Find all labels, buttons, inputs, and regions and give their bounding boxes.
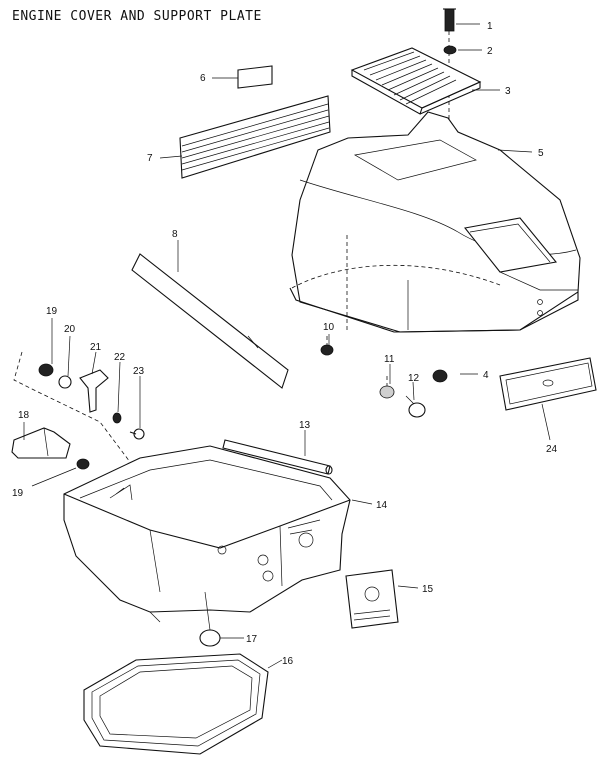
callout-7: 7 [147, 153, 153, 164]
part-18-handle [11, 427, 71, 459]
callout-15: 15 [422, 584, 434, 595]
leader-lines [23, 23, 551, 669]
part-19-nut-upper [38, 363, 54, 377]
callout-3: 3 [505, 86, 511, 97]
callout-20: 20 [64, 324, 76, 335]
callout-22: 22 [114, 352, 126, 363]
callout-10: 10 [323, 322, 335, 333]
callout-17: 17 [246, 634, 258, 645]
part-12-button [405, 395, 426, 418]
assembly-dashline [13, 351, 131, 463]
part-15-plate [345, 569, 399, 629]
part-13-rod [222, 439, 333, 475]
part-23-screw [129, 428, 145, 440]
callout-19-lower: 19 [12, 488, 24, 499]
part-22-pin [112, 412, 122, 424]
part-19-nut-lower [76, 458, 90, 470]
callout-5: 5 [538, 148, 544, 159]
part-7-stripe-decal [179, 95, 331, 179]
callout-21: 21 [90, 342, 102, 353]
part-11-grommet [379, 376, 395, 399]
callout-14: 14 [376, 500, 388, 511]
part-8-strip [131, 253, 289, 389]
callout-24: 24 [546, 444, 558, 455]
callout-19-upper: 19 [46, 306, 58, 317]
part-3-vent-grille [350, 47, 482, 115]
part-5-engine-cover [289, 111, 581, 333]
part-6-decal [237, 65, 273, 89]
callout-12: 12 [408, 373, 420, 384]
part-17-plug [199, 629, 221, 647]
part-4-grommet [432, 369, 448, 383]
callout-4: 4 [483, 370, 489, 381]
diagram-title: ENGINE COVER AND SUPPORT PLATE [12, 9, 262, 24]
part-21-latch [79, 369, 109, 413]
callout-23: 23 [133, 366, 145, 377]
callout-2: 2 [487, 46, 493, 57]
part-24-plate [499, 357, 597, 411]
part-16-gasket [83, 653, 269, 755]
callout-labels: 1 2 3 4 5 6 7 8 10 11 12 13 14 15 16 17 … [12, 21, 558, 667]
callout-6: 6 [200, 73, 206, 84]
part-20-washer [58, 375, 72, 389]
part-14-support-plate [63, 445, 351, 631]
callout-18: 18 [18, 410, 30, 421]
callout-8: 8 [172, 229, 178, 240]
callout-13: 13 [299, 420, 311, 431]
part-2-washer [443, 45, 457, 55]
callout-11: 11 [384, 354, 395, 365]
callout-1: 1 [487, 21, 493, 32]
callout-16: 16 [282, 656, 294, 667]
part-10-clip [320, 336, 334, 356]
